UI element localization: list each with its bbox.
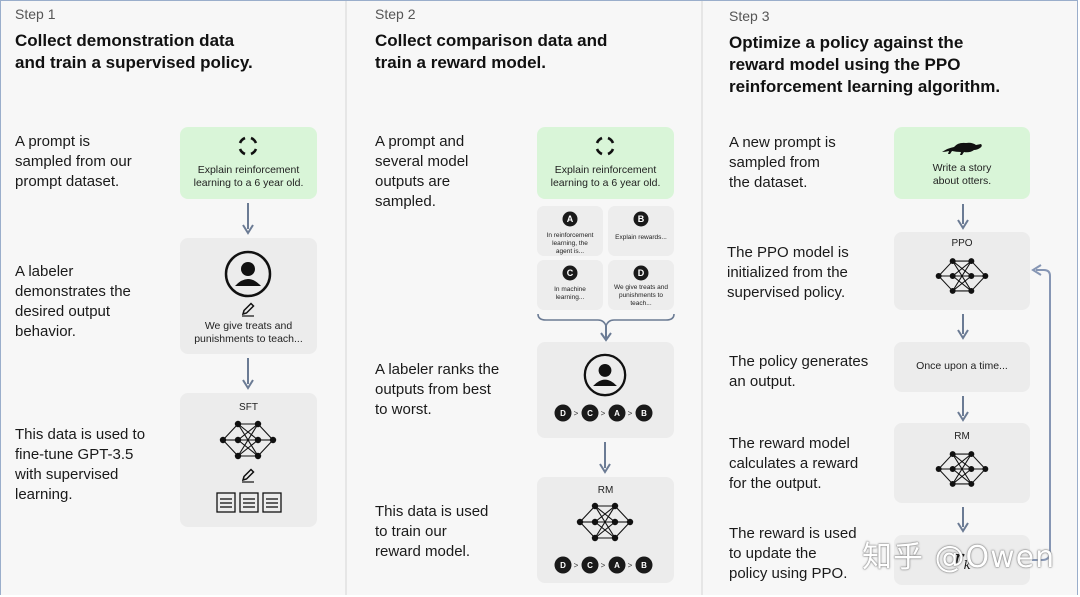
step2-prompt-box: Explain reinforcement learning to a 6 ye… (537, 127, 674, 199)
ranking-row: D > C > A > B (554, 404, 653, 422)
neural-network-icon-2 (576, 502, 634, 542)
rank-sep-1: > (574, 409, 579, 418)
rm-rank-2: C (587, 561, 593, 570)
option-d-letter: D (638, 268, 645, 278)
step3-arrow-2 (957, 314, 969, 340)
option-a-text: In reinforcement learning, the agent is.… (546, 232, 594, 255)
otter-icon (942, 142, 982, 155)
step3-rm-label: RM (954, 431, 970, 442)
step1-prompt-text: Explain reinforcement learning to a 6 ye… (193, 164, 304, 189)
step3-desc-ppo: The PPO model is initialized from the su… (727, 244, 849, 301)
step2-desc-prompt: A prompt and several model outputs are s… (375, 133, 469, 210)
pencil-icon-2 (241, 468, 255, 483)
step1-arrow-2 (242, 358, 254, 390)
rank-2: C (587, 409, 593, 418)
step3-desc-update: The reward is used to update the policy … (729, 525, 857, 582)
step3-rm-box: RM (894, 423, 1030, 503)
step1-demo-text: We give treats and punishments to teach.… (194, 320, 303, 345)
step2-bracket-arrow (537, 313, 675, 342)
output-option-a: A In reinforcement learning, the agent i… (537, 206, 603, 256)
step3-desc-reward: The reward model calculates a reward for… (729, 435, 859, 492)
step2-arrow-2 (599, 442, 611, 474)
rank-1: D (560, 409, 566, 418)
rank-4: B (641, 409, 647, 418)
rm-label: RM (597, 485, 614, 496)
divider-1 (345, 1, 347, 595)
step2-rm-box: RM D > C > A > B (537, 477, 674, 583)
step3-reward-box: rk (894, 535, 1030, 585)
option-d-badge: D (633, 265, 649, 281)
step1-desc-finetune: This data is used to fine-tune GPT-3.5 w… (15, 426, 146, 503)
step1-arrow-1 (242, 203, 254, 235)
step3-label: Step 3 (729, 8, 770, 24)
reward-k: k (963, 558, 971, 572)
step3-prompt-text: Write a story about otters. (932, 162, 992, 187)
step3-desc-prompt: A new prompt is sampled from the dataset… (729, 134, 836, 191)
step3-desc-generate: The policy generates an output. (729, 353, 869, 390)
rm-rank-sep-2: > (601, 561, 606, 570)
neural-network-icon-3 (935, 258, 989, 294)
neural-network-icon (219, 420, 277, 460)
ppo-label: PPO (951, 238, 973, 249)
rm-rank-4: B (641, 561, 647, 570)
step3-arrow-1 (957, 204, 969, 230)
watermark: 知乎 @Owen (862, 540, 1056, 575)
step1-prompt-box: Explain reinforcement learning to a 6 ye… (180, 127, 317, 199)
cycle-icon-2 (595, 136, 615, 156)
rank-sep-2: > (601, 409, 606, 418)
option-a-badge: A (562, 211, 578, 227)
ranking-row-2: D > C > A > B (554, 556, 653, 574)
step1-title: Collect demonstration data and train a s… (15, 31, 253, 72)
step3-output-text: Once upon a time... (916, 360, 1008, 372)
rank-sep-3: > (628, 409, 633, 418)
rm-rank-sep-1: > (574, 561, 579, 570)
step2-rank-box: D > C > A > B (537, 342, 674, 438)
user-avatar-icon-2 (583, 353, 627, 397)
step3-title: Optimize a policy against the reward mod… (729, 33, 1001, 96)
step3-prompt-box: Write a story about otters. (894, 127, 1030, 199)
user-avatar-icon (224, 250, 272, 298)
option-a-letter: A (567, 214, 574, 224)
documents-icon (216, 492, 282, 513)
step2-label: Step 2 (375, 6, 416, 22)
rm-rank-3: A (614, 561, 620, 570)
divider-2 (701, 1, 703, 595)
rank-3: A (614, 409, 620, 418)
rm-rank-sep-3: > (628, 561, 633, 570)
step1-label: Step 1 (15, 6, 56, 22)
sft-label: SFT (239, 402, 258, 413)
output-option-b: B Explain rewards... (608, 206, 674, 256)
step3-arrow-3 (957, 396, 969, 422)
step1-demo-box: We give treats and punishments to teach.… (180, 238, 317, 354)
option-c-letter: C (567, 268, 574, 278)
option-c-badge: C (562, 265, 578, 281)
neural-network-icon-4 (935, 451, 989, 487)
output-option-c: C In machine learning... (537, 260, 603, 310)
step1-desc-labeler: A labeler demonstrates the desired outpu… (15, 263, 131, 340)
step3-output-box: Once upon a time... (894, 342, 1030, 392)
step2-desc-train: This data is used to train our reward mo… (375, 503, 489, 560)
option-c-text: In machine learning... (554, 286, 586, 301)
step3-ppo-box: PPO (894, 232, 1030, 310)
option-b-badge: B (633, 211, 649, 227)
step2-title: Collect comparison data and train a rewa… (375, 31, 608, 72)
pencil-icon (241, 302, 255, 317)
step1-sft-box: SFT (180, 393, 317, 527)
step3-loop-arrow (1031, 264, 1051, 561)
step3-arrow-4 (957, 507, 969, 533)
step2-desc-rank: A labeler ranks the outputs from best to… (375, 361, 500, 418)
step2-prompt-text: Explain reinforcement learning to a 6 ye… (550, 164, 661, 189)
step1-desc-prompt: A prompt is sampled from our prompt data… (15, 133, 132, 190)
option-b-text: Explain rewards... (615, 234, 667, 241)
reward-symbol: rk (954, 545, 971, 572)
reward-r: r (954, 545, 964, 569)
cycle-icon (238, 136, 258, 156)
rm-rank-1: D (560, 561, 566, 570)
option-b-letter: B (638, 214, 645, 224)
output-option-d: D We give treats and punishments to teac… (608, 260, 674, 310)
option-d-text: We give treats and punishments to teach.… (613, 284, 669, 307)
